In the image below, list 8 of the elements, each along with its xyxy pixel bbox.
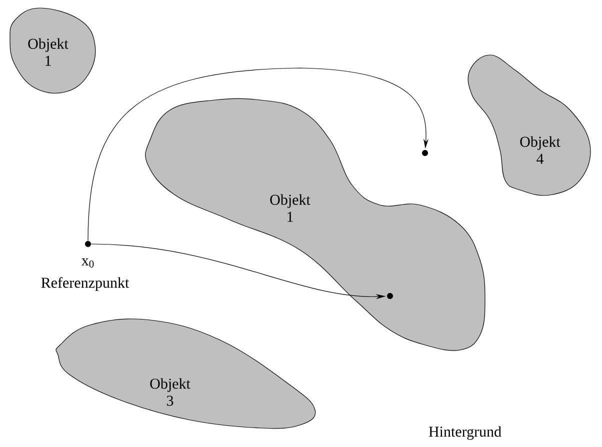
point-caption: Referenzpunkt	[41, 277, 130, 291]
arrow	[88, 68, 428, 242]
object-blob: Objekt 1	[145, 98, 486, 351]
object-blob: Objekt 1	[10, 8, 96, 94]
background-label: Hintergrund	[428, 426, 502, 440]
object-blob: Objekt 4	[468, 54, 591, 196]
point-label: x$_{0}$	[82, 258, 94, 268]
object-blob: Objekt 3	[56, 318, 316, 429]
